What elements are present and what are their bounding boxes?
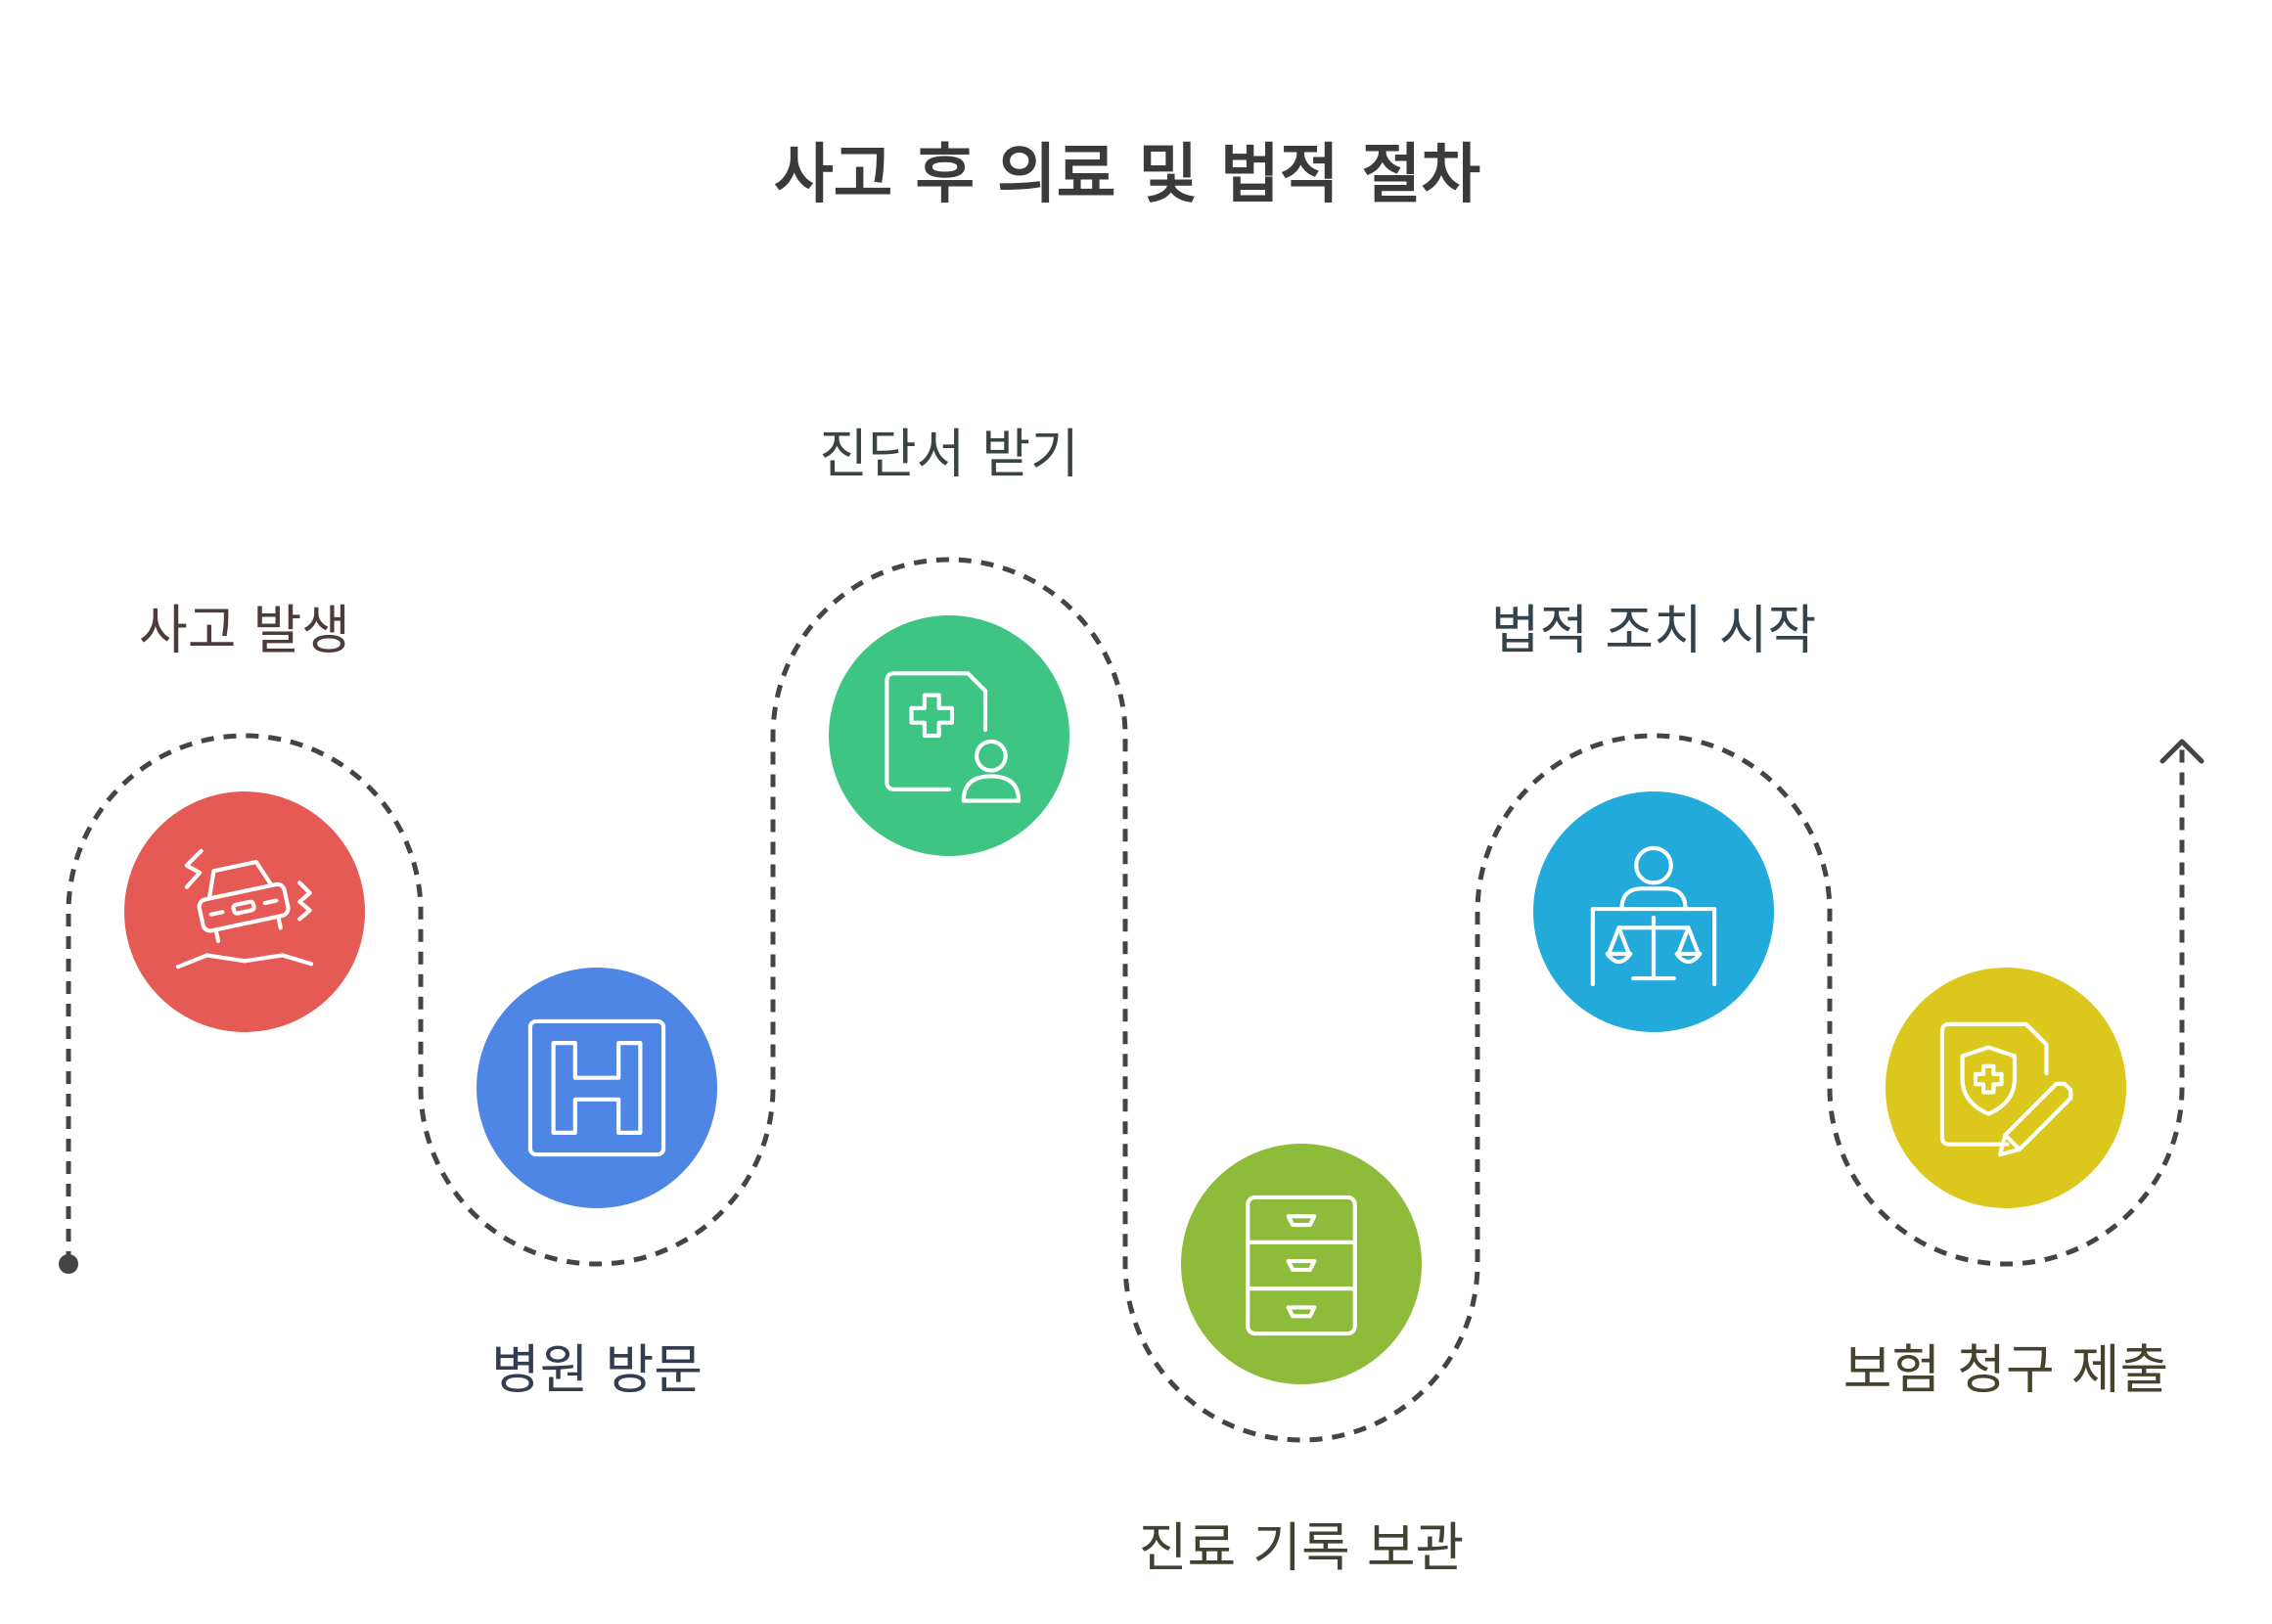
medical-cross [909,693,955,739]
step-circle-legal-action [1533,791,1774,1032]
step-circle-diagnosis-certificate [829,615,1069,856]
step-diagnosis-certificate: 진단서 받기 [819,424,1079,856]
step-accident: 사고 발생 [124,600,365,1032]
hospital-h-letter [551,1041,643,1135]
diagram-title: 사고 후 의료 및 법적 절차 [774,137,1480,212]
insurance-claim-icon [1939,1021,2073,1157]
impact-right-mark [297,880,312,922]
scale-left-pan [1605,925,1633,965]
pencil-icon [1998,1081,2073,1157]
step-circle-hospital-visit [477,968,717,1208]
path-end-arrow-icon [2159,739,2204,764]
lawyer-head [1634,845,1673,885]
cabinet-frame [1246,1195,1357,1336]
step-medical-records: 진료 기록 보관 [1139,1144,1464,1579]
medical-certificate-icon [885,671,1022,803]
person-head [975,739,1008,773]
impact-left-mark [184,848,204,889]
desk-outline [1590,906,1717,987]
drawer-handle-middle [1286,1258,1317,1272]
car-crash-icon [175,848,314,970]
shield-outline [1960,1045,2017,1116]
step-label-insurance-claim: 보험 청구 제출 [1843,1339,2168,1401]
claim-document-outline [1939,1021,2049,1147]
car-shape [197,859,291,944]
drawer-handle-bottom [1286,1305,1317,1319]
step-label-accident: 사고 발생 [139,600,350,661]
step-insurance-claim: 보험 청구 제출 [1843,968,2168,1401]
step-circle-medical-records [1181,1144,1422,1384]
step-circle-insurance-claim [1886,968,2126,1208]
document-outline [885,671,988,791]
scale-right-pan [1674,925,1703,965]
filing-cabinet-icon [1246,1195,1357,1336]
drawer-handle-top [1286,1214,1317,1228]
process-path [66,557,2185,1443]
shield-cross [1973,1063,2004,1095]
road-line [175,953,314,970]
lawyer-shoulders [1619,886,1688,912]
path-start-dot [59,1254,78,1274]
step-legal-action: 법적 조치 시작 [1491,600,1816,1032]
step-label-medical-records: 진료 기록 보관 [1139,1517,1464,1579]
step-label-hospital-visit: 병원 방문 [491,1339,703,1401]
step-label-legal-action: 법적 조치 시작 [1491,600,1816,661]
lawyer-scale-icon [1590,845,1717,987]
step-hospital-visit: 병원 방문 [477,968,717,1401]
step-label-diagnosis-certificate: 진단서 받기 [819,424,1079,485]
drawer-dividers [1246,1240,1357,1291]
person-body [961,774,1022,803]
hospital-icon [527,1018,666,1157]
hospital-sign-frame [527,1018,666,1157]
